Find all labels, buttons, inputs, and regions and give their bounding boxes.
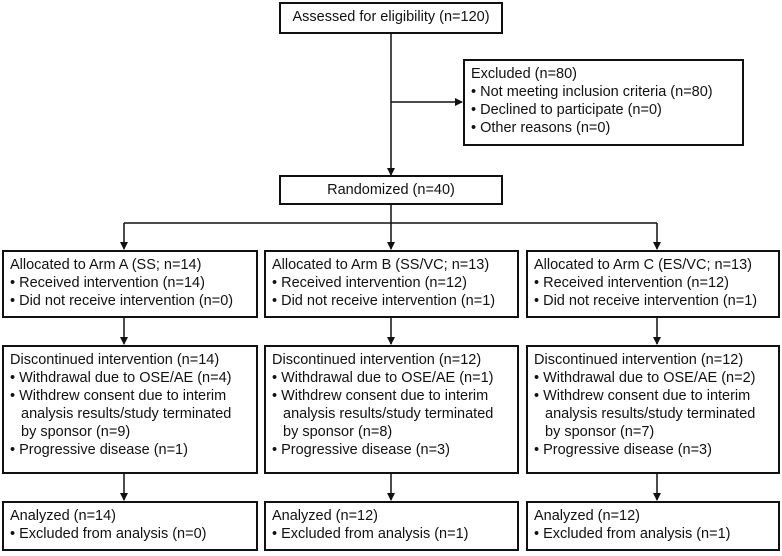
arm-withdrawal: Withdrawal due to OSE/AE (n=1) xyxy=(272,369,511,387)
arm-not-received: Did not receive intervention (n=1) xyxy=(272,292,511,310)
arm-a-analyzed-box: Analyzed (n=14) Excluded from analysis (… xyxy=(2,501,258,551)
arm-allocated: Allocated to Arm B (SS/VC; n=13) xyxy=(272,257,490,273)
arm-a-discontinued-box: Discontinued intervention (n=14) Withdra… xyxy=(2,345,258,474)
arm-c-analyzed-box: Analyzed (n=12) Excluded from analysis (… xyxy=(526,501,780,551)
arm-consent-cont: by sponsor (n=9) xyxy=(21,424,131,440)
arm-received: Received intervention (n=12) xyxy=(272,274,511,292)
arm-excluded-analysis: Excluded from analysis (n=1) xyxy=(534,525,772,543)
arm-c-allocation-box: Allocated to Arm C (ES/VC; n=13) Receive… xyxy=(526,250,780,318)
arm-consent: Withdrew consent due to interim xyxy=(272,387,511,405)
arm-excluded-analysis: Excluded from analysis (n=1) xyxy=(272,525,511,543)
arm-b-discontinued-box: Discontinued intervention (n=12) Withdra… xyxy=(264,345,519,474)
arm-discontinued: Discontinued intervention (n=12) xyxy=(534,352,744,368)
arm-analyzed: Analyzed (n=12) xyxy=(272,508,378,524)
arm-consent-cont: analysis results/study terminated xyxy=(283,406,494,422)
arm-consent: Withdrew consent due to interim xyxy=(534,387,772,405)
arm-not-received: Did not receive intervention (n=0) xyxy=(10,292,250,310)
excluded-item: Not meeting inclusion criteria (n=80) xyxy=(471,83,736,101)
arm-progressive: Progressive disease (n=3) xyxy=(534,441,772,459)
arm-allocated: Allocated to Arm C (ES/VC; n=13) xyxy=(534,257,752,273)
arm-b-analyzed-box: Analyzed (n=12) Excluded from analysis (… xyxy=(264,501,519,551)
randomized-label: Randomized (n=40) xyxy=(327,182,455,198)
assessed-label: Assessed for eligibility (n=120) xyxy=(292,9,490,25)
arm-progressive: Progressive disease (n=3) xyxy=(272,441,511,459)
arm-consent: Withdrew consent due to interim xyxy=(10,387,250,405)
arm-consent-cont: analysis results/study terminated xyxy=(545,406,756,422)
arm-c-discontinued-box: Discontinued intervention (n=12) Withdra… xyxy=(526,345,780,474)
excluded-box: Excluded (n=80) Not meeting inclusion cr… xyxy=(463,59,744,146)
arm-consent-cont: analysis results/study terminated xyxy=(21,406,232,422)
arm-received: Received intervention (n=12) xyxy=(534,274,772,292)
arm-excluded-analysis: Excluded from analysis (n=0) xyxy=(10,525,250,543)
assessed-box: Assessed for eligibility (n=120) xyxy=(279,2,503,34)
excluded-item: Declined to participate (n=0) xyxy=(471,101,736,119)
arm-consent-cont: by sponsor (n=7) xyxy=(545,424,655,440)
arm-withdrawal: Withdrawal due to OSE/AE (n=2) xyxy=(534,369,772,387)
arm-analyzed: Analyzed (n=14) xyxy=(10,508,116,524)
arm-received: Received intervention (n=14) xyxy=(10,274,250,292)
arm-analyzed: Analyzed (n=12) xyxy=(534,508,640,524)
arm-consent-cont: by sponsor (n=8) xyxy=(283,424,393,440)
excluded-item: Other reasons (n=0) xyxy=(471,119,736,137)
arm-discontinued: Discontinued intervention (n=12) xyxy=(272,352,482,368)
arm-withdrawal: Withdrawal due to OSE/AE (n=4) xyxy=(10,369,250,387)
arm-progressive: Progressive disease (n=1) xyxy=(10,441,250,459)
arm-not-received: Did not receive intervention (n=1) xyxy=(534,292,772,310)
excluded-title: Excluded (n=80) xyxy=(471,66,577,82)
randomized-box: Randomized (n=40) xyxy=(279,175,503,205)
arm-a-allocation-box: Allocated to Arm A (SS; n=14) Received i… xyxy=(2,250,258,318)
arm-discontinued: Discontinued intervention (n=14) xyxy=(10,352,220,368)
arm-allocated: Allocated to Arm A (SS; n=14) xyxy=(10,257,202,273)
arm-b-allocation-box: Allocated to Arm B (SS/VC; n=13) Receive… xyxy=(264,250,519,318)
